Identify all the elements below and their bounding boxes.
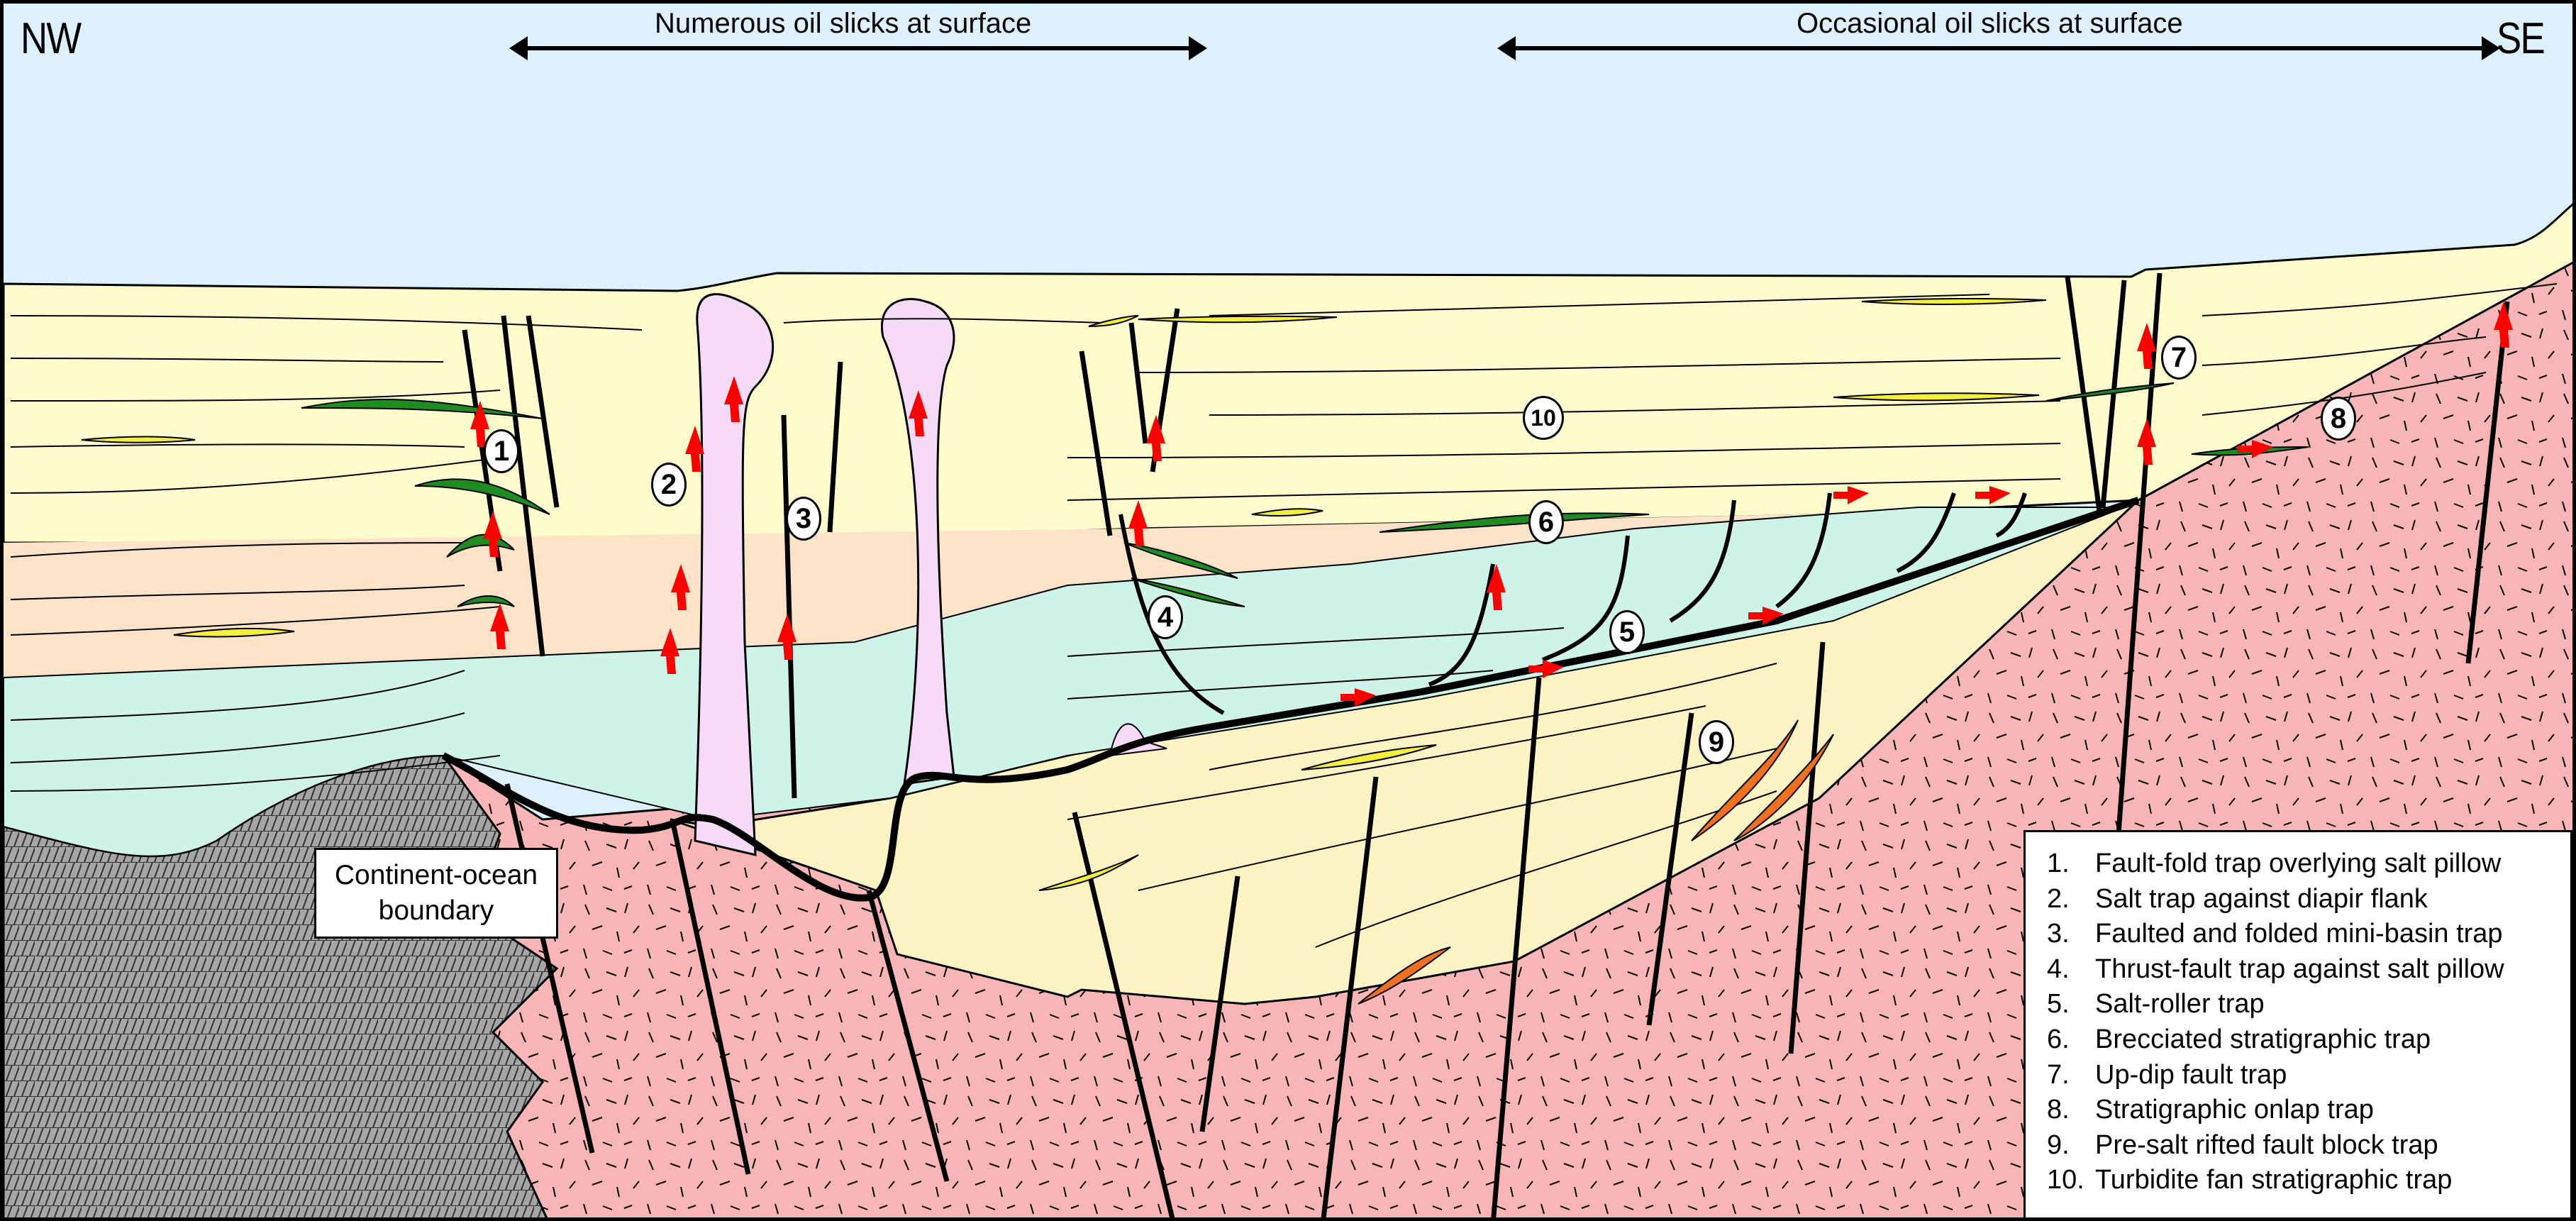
trap-marker-9: 9	[1699, 720, 1734, 764]
continent-ocean-boundary-callout: Continent-ocean boundary	[314, 848, 558, 939]
legend-number: 7.	[2047, 1059, 2070, 1090]
cross-section-drawing	[4, 4, 2572, 1217]
legend-item: 8. Stratigraphic onlap trap	[2047, 1093, 2570, 1128]
legend-text: Faulted and folded mini-basin trap	[2095, 919, 2503, 949]
legend-item: 2. Salt trap against diapir flank	[2047, 882, 2570, 917]
trap-marker-6: 6	[1528, 500, 1564, 544]
trap-marker-10: 10	[1523, 396, 1564, 440]
salt-diapir-1	[694, 293, 775, 856]
legend-number: 1.	[2047, 849, 2070, 878]
occasional-slicks-span-arrow	[1497, 36, 2500, 60]
callout-line-2: boundary	[378, 895, 494, 926]
older-sediment-layer	[4, 507, 2125, 857]
presalt-reservoirs	[1358, 719, 1834, 1005]
trap-marker-5: 5	[1609, 610, 1645, 654]
legend-item: 9. Pre-salt rifted fault block trap	[2047, 1128, 2570, 1164]
legend-item: 7. Up-dip fault trap	[2047, 1058, 2570, 1093]
occasional-slicks-label: Occasional oil slicks at surface	[1797, 8, 2183, 39]
trap-marker-8: 8	[2321, 397, 2356, 441]
migration-arrows	[470, 302, 2513, 707]
callout-line-1: Continent-ocean	[334, 860, 538, 890]
numerous-slicks-label: Numerous oil slicks at surface	[655, 8, 1032, 39]
legend-text: Salt trap against diapir flank	[2095, 883, 2428, 914]
legend-text: Stratigraphic onlap trap	[2095, 1095, 2374, 1125]
legend-item: 10. Turbidite fan stratigraphic trap	[2047, 1163, 2570, 1198]
trap-marker-7: 7	[2161, 336, 2197, 380]
legend-number: 9.	[2047, 1129, 2070, 1160]
legend-number: 10.	[2047, 1165, 2084, 1195]
legend-text: Thrust-fault trap against salt pillow	[2095, 954, 2504, 984]
oil-reservoirs	[301, 382, 2309, 607]
legend-text: Turbidite fan stratigraphic trap	[2095, 1165, 2453, 1195]
legend-item: 1. Fault-fold trap overlying salt pillow	[2047, 846, 2570, 882]
legend-text: Salt-roller trap	[2095, 989, 2265, 1020]
direction-nw: NW	[21, 14, 82, 63]
legend-number: 5.	[2047, 989, 2070, 1020]
legend-number: 2.	[2047, 883, 2070, 914]
legend-text: Up-dip fault trap	[2095, 1059, 2287, 1090]
salt-diapir-2	[881, 298, 955, 785]
sand-lenses	[81, 297, 2047, 891]
trap-legend: 1.Fault-fold trap overlying salt pillow …	[2023, 830, 2572, 1217]
bedding-lines	[10, 283, 2558, 948]
legend-number: 4.	[2047, 954, 2070, 984]
trap-marker-4: 4	[1148, 595, 1183, 639]
direction-se: SE	[2497, 14, 2546, 63]
young-sediment-layer	[4, 203, 2572, 544]
legend-item: 5. Salt-roller trap	[2047, 987, 2570, 1022]
legend-item: 3. Faulted and folded mini-basin trap	[2047, 917, 2570, 952]
legend-item: 6. Brecciated stratigraphic trap	[2047, 1022, 2570, 1058]
legend-text: Brecciated stratigraphic trap	[2095, 1024, 2431, 1054]
legend-number: 8.	[2047, 1095, 2070, 1125]
legend-text: Fault-fold trap overlying salt pillow	[2095, 849, 2502, 878]
trap-marker-3: 3	[786, 497, 821, 541]
legend-number: 6.	[2047, 1024, 2070, 1054]
legend-number: 3.	[2047, 919, 2070, 949]
legend-item: 4. Thrust-fault trap against salt pillow	[2047, 952, 2570, 988]
trap-marker-2: 2	[651, 463, 687, 507]
numerous-slicks-span-arrow	[509, 36, 1207, 60]
legend-text: Pre-salt rifted fault block trap	[2095, 1129, 2438, 1160]
mid-sediment-layer	[4, 507, 2124, 678]
trap-marker-1: 1	[484, 429, 519, 473]
